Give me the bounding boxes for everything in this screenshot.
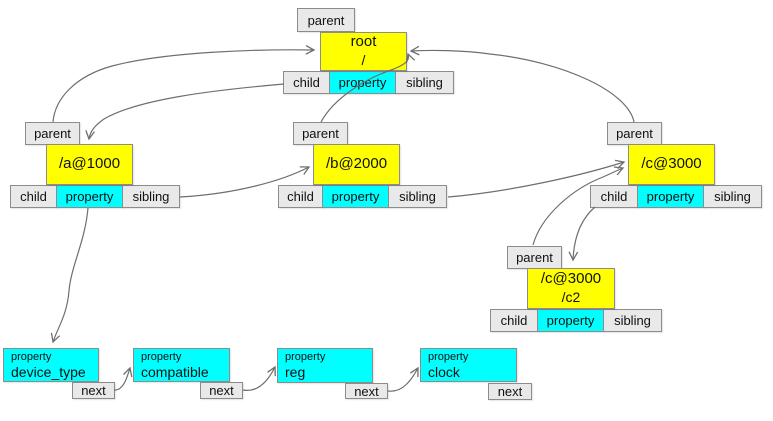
sibling-tab: sibling: [122, 185, 180, 208]
property-tab: property: [537, 309, 604, 332]
next-tab: next: [200, 382, 243, 399]
node-title: /a@1000: [58, 155, 121, 173]
property-tag: property: [285, 351, 326, 363]
child-tab: child: [278, 185, 323, 208]
next-tab: next: [345, 383, 388, 399]
sibling-tab: sibling: [603, 309, 662, 332]
child-tab: child: [590, 185, 638, 208]
edge-root-child-to-a1000: [85, 83, 285, 141]
sibling-tab: sibling: [388, 185, 447, 208]
property-tab: property: [56, 185, 123, 208]
property-box: property clock: [420, 348, 517, 382]
property-tag: property: [141, 351, 182, 363]
child-tab: child: [10, 185, 57, 208]
edge-a1000-property-to-device-type: [50, 207, 89, 344]
edge-device-type-next-to-compatible: [113, 366, 133, 391]
sibling-tab: sibling: [395, 71, 454, 94]
node-title-box: /c@3000 /c2: [527, 268, 615, 309]
property-name: compatible: [141, 364, 209, 381]
property-tab: property: [329, 71, 396, 94]
edge-compatible-next-to-reg: [242, 365, 276, 391]
edge-c3000-child-to-c2: [568, 206, 596, 262]
node-subtitle: /c2: [561, 289, 581, 306]
parent-tab: parent: [297, 8, 355, 32]
node-title: /c@3000: [641, 155, 702, 173]
next-tab: next: [488, 383, 532, 400]
edge-reg-next-to-clock: [387, 366, 419, 392]
sibling-tab: sibling: [703, 185, 762, 208]
property-box: property reg: [277, 348, 373, 383]
node-subtitle: /: [361, 52, 366, 69]
property-tag: property: [428, 351, 469, 363]
edge-a1000-parent-to-root: [52, 44, 316, 123]
parent-tab: parent: [607, 122, 662, 145]
next-tab: next: [72, 382, 115, 399]
property-tab: property: [322, 185, 389, 208]
node-title-box: root /: [320, 32, 407, 71]
parent-tab: parent: [25, 122, 80, 145]
property-box: property device_type: [3, 348, 99, 382]
child-tab: child: [283, 71, 330, 94]
child-tab: child: [490, 309, 538, 332]
parent-tab: parent: [507, 246, 562, 269]
node-title: root: [350, 33, 377, 51]
property-box: property compatible: [133, 348, 230, 382]
property-name: device_type: [11, 364, 86, 381]
node-title-box: /c@3000: [628, 144, 715, 185]
property-name: reg: [285, 364, 306, 381]
property-tab: property: [637, 185, 704, 208]
parent-tab: parent: [293, 122, 348, 145]
node-title: /b@2000: [325, 155, 388, 173]
property-name: clock: [428, 364, 460, 381]
property-tag: property: [11, 351, 52, 363]
node-title-box: /b@2000: [313, 144, 400, 185]
node-title: /c@3000: [540, 270, 602, 288]
node-title-box: /a@1000: [46, 144, 133, 185]
